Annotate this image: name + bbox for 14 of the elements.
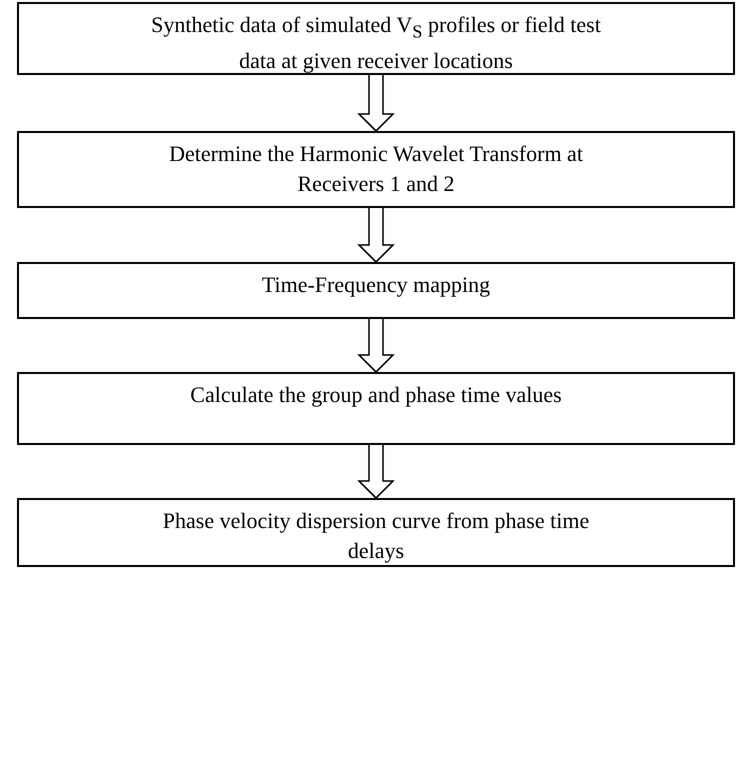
block-arrow [357, 444, 395, 500]
block-arrow [357, 318, 395, 374]
process-box [17, 131, 735, 208]
step-text: Phase velocity dispersion curve from phase time delays [162, 507, 590, 565]
process-box [17, 498, 735, 567]
block-arrow [357, 74, 395, 132]
process-box [17, 262, 735, 319]
block-arrow [357, 207, 395, 264]
step-text: Calculate the group and phase time values [190, 381, 562, 409]
process-box [17, 2, 735, 75]
process-box [17, 372, 735, 445]
step-text: Time-Frequency mapping [262, 271, 490, 299]
step-text: Synthetic data of simulated V$_{S}$ profiles or field test data at given receiver locations [150, 11, 602, 76]
step-text: Determine the Harmonic Wavelet Transform at Receivers 1 and 2 [168, 140, 584, 198]
